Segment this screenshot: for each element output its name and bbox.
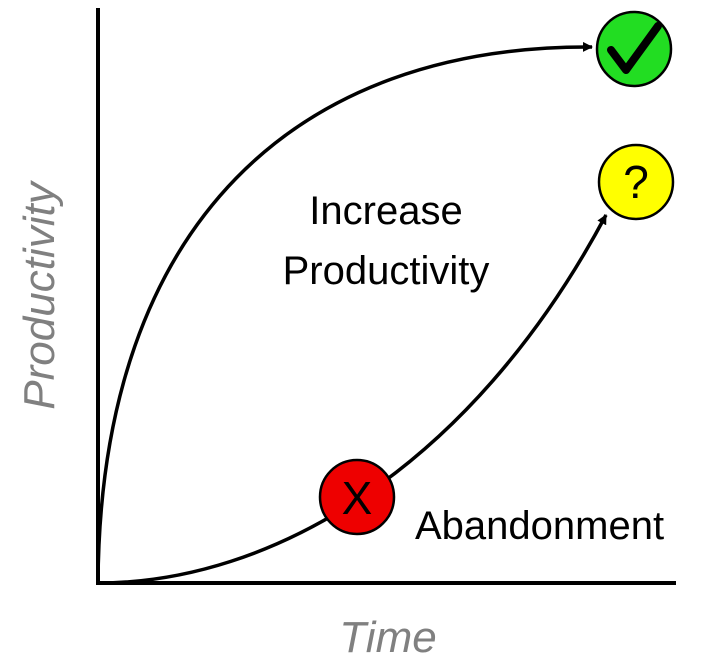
increase-productivity-label-line1: Increase [309, 189, 462, 233]
x-axis-title: Time [339, 613, 436, 658]
failure-circle [318, 458, 396, 536]
failure-marker: X [318, 458, 396, 536]
x-mark-symbol: X [342, 472, 373, 524]
abandonment-label: Abandonment [415, 504, 664, 548]
y-axis-title: Productivity [15, 179, 64, 409]
increase-productivity-curve [96, 41, 593, 584]
unknown-circle [597, 143, 675, 221]
check-icon [607, 22, 662, 74]
increase-productivity-label-line2: Productivity [283, 249, 490, 293]
success-marker [595, 10, 673, 88]
unknown-marker: ? [597, 143, 675, 221]
question-mark-symbol: ? [623, 156, 649, 208]
